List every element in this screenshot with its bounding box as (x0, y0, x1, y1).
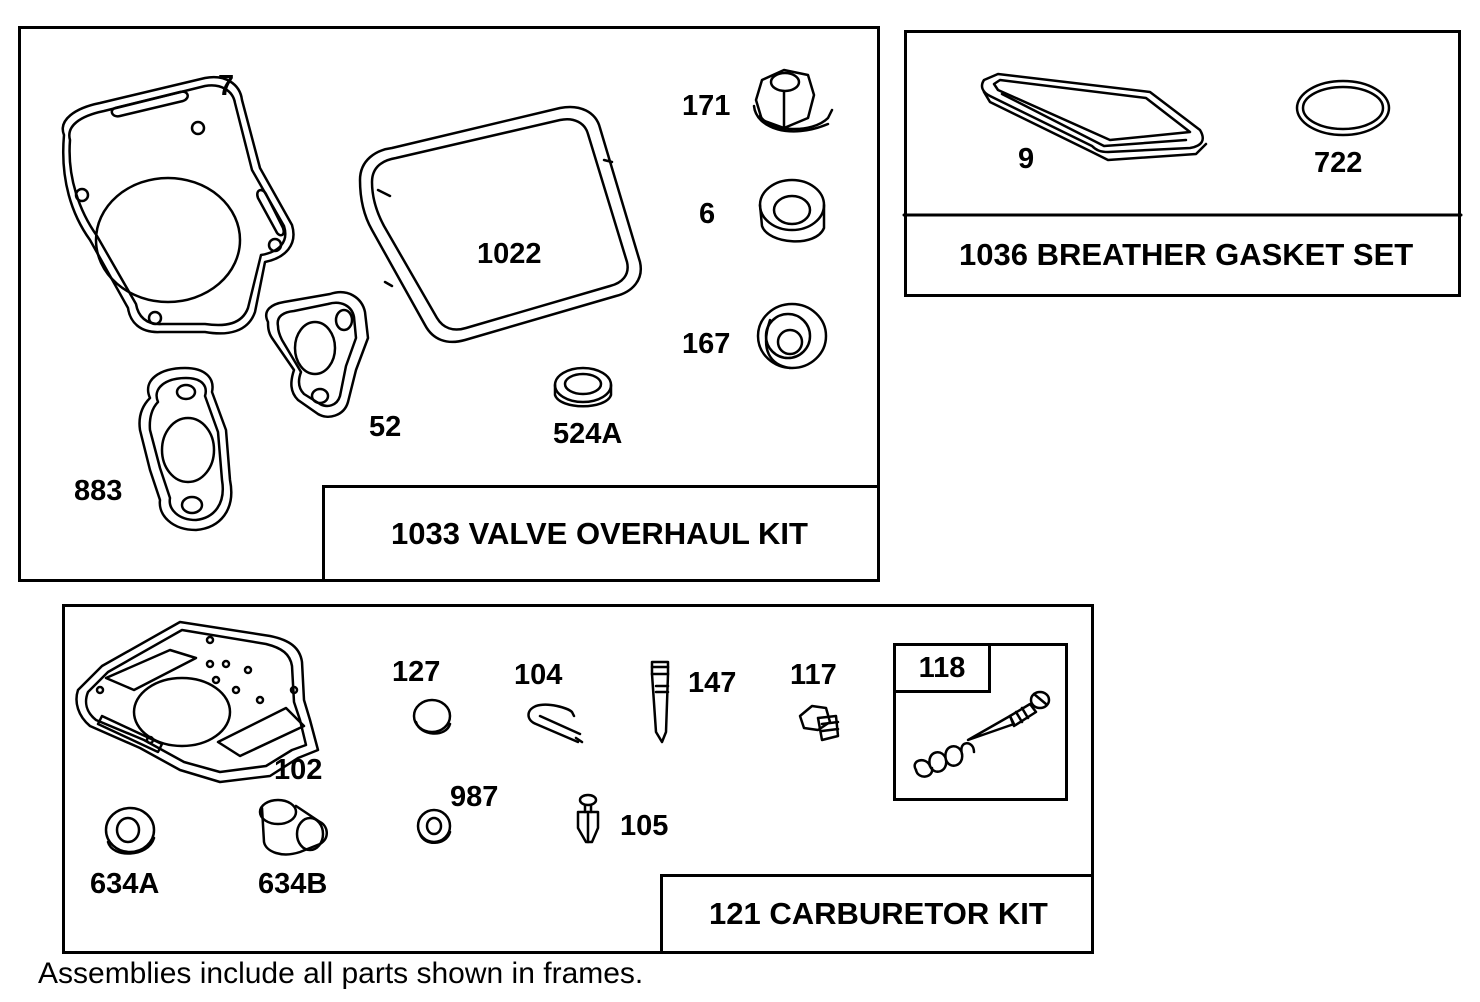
washer-part (104, 806, 156, 855)
idle-mixture-screw-part (913, 690, 1051, 778)
sleeve-part (258, 798, 328, 856)
part-label-171: 171 (682, 90, 731, 122)
part-label-52: 52 (369, 411, 402, 443)
exhaust-gasket-part (138, 366, 233, 532)
breather-kit-title: 1036 BREATHER GASKET SET (904, 215, 1461, 297)
subkit-label-text: 118 (918, 651, 966, 684)
part-label-127: 127 (392, 656, 441, 688)
part-label-102: 102 (274, 754, 323, 786)
part-label-6: 6 (699, 198, 716, 230)
float-hinge-pin-part (527, 703, 584, 744)
part-label-105: 105 (620, 810, 669, 842)
small-washer-part (416, 808, 452, 844)
carburetor-kit-title-text: 121 CARBURETOR KIT (709, 896, 1048, 931)
part-label-104: 104 (514, 659, 563, 691)
part-label-634B: 634B (258, 868, 328, 900)
valve-kit-title-text: 1033 VALVE OVERHAUL KIT (391, 515, 808, 551)
intake-gasket-part (265, 291, 370, 418)
part-label-9: 9 (1018, 143, 1035, 175)
o-ring-part (1295, 79, 1391, 137)
part-label-147: 147 (688, 667, 737, 699)
drain-plug-part (798, 704, 840, 742)
carburetor-kit-title: 121 CARBURETOR KIT (660, 874, 1094, 954)
part-label-987: 987 (450, 781, 499, 813)
part-label-722: 722 (1314, 147, 1363, 179)
inlet-needle-part (576, 793, 600, 844)
oil-seal-part (553, 366, 613, 408)
part-label-634A: 634A (90, 868, 160, 900)
part-label-883: 883 (74, 475, 123, 507)
part-label-167: 167 (682, 328, 731, 360)
part-label-524A: 524A (553, 418, 623, 450)
welch-plug-part (412, 698, 452, 735)
breather-kit-title-text: 1036 BREATHER GASKET SET (959, 236, 1414, 272)
idle-screw-subkit-label: 118 (893, 643, 991, 693)
nut-part (752, 68, 834, 133)
main-jet-needle-part (650, 660, 670, 744)
carburetor-kit-frame (62, 604, 1094, 954)
part-label-1022: 1022 (477, 238, 542, 270)
head-gasket-part (61, 75, 295, 335)
valve-kit-title: 1033 VALVE OVERHAUL KIT (322, 485, 880, 582)
part-label-7: 7 (218, 70, 235, 102)
footnote: Assemblies include all parts shown in fr… (38, 957, 644, 990)
valve-seal-part (758, 178, 826, 243)
rocker-cover-gasket-part (358, 105, 643, 344)
grommet-part (756, 302, 828, 370)
breather-gasket-part (980, 72, 1208, 162)
part-label-117: 117 (790, 659, 837, 691)
carburetor-gasket-part (75, 620, 320, 784)
